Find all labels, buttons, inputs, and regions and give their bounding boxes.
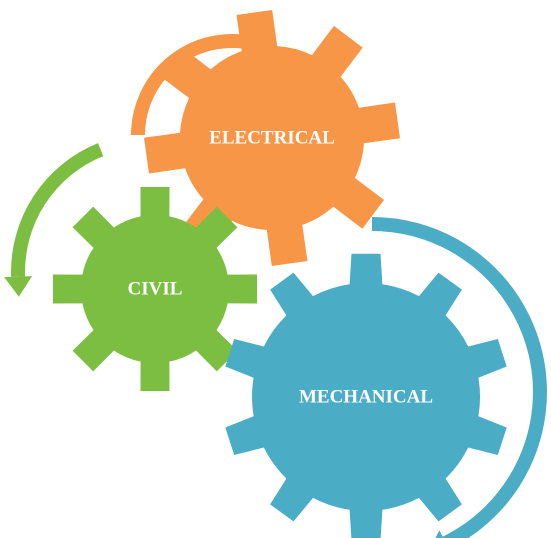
civil-gear-label: CIVIL [128,279,183,300]
mechanical-arrow-arc [371,217,547,538]
mechanical-gear-shape [225,253,507,538]
mechanical-gear: MECHANICAL [225,253,507,538]
mechanical-gear-label: MECHANICAL [299,387,433,408]
electrical-gear: ELECTRICAL [144,10,400,266]
electrical-gear-shape [144,10,400,266]
civil-arrow-arc [11,143,104,277]
civil-arrow [4,143,104,297]
civil-gear-shape [53,187,257,391]
mechanical-arrow [371,217,547,538]
electrical-gear-label: ELECTRICAL [209,128,335,149]
civil-gear: CIVIL [53,187,257,391]
mechanical-arrow-head [435,530,444,538]
civil-arrow-head [4,276,33,297]
